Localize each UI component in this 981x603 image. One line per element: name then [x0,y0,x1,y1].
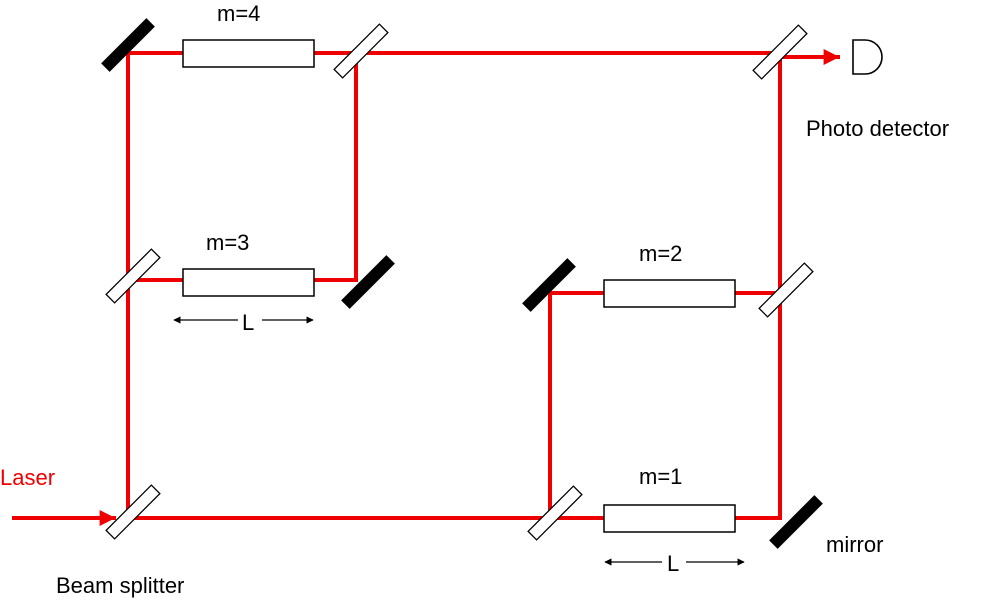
stage-3-label: m=3 [206,230,250,255]
mirrors [101,18,823,549]
stage-1-label: m=1 [639,464,683,489]
stage-2-box [603,279,736,308]
beam-splitters [105,23,814,541]
mirror-lower-inner [522,258,576,312]
beam-splitter-output [752,24,808,80]
stage-3-box [182,268,315,297]
stage-1-box [603,504,736,533]
mirror-bottom-right [769,495,823,549]
sample-boxes [182,39,736,533]
laser-label: Laser [0,465,56,490]
stage-4-box [182,39,315,68]
mirror-top-left [101,18,155,72]
photo-detector-label: Photo detector [806,116,950,141]
length-arrows [173,316,745,566]
beam-splitter-lower-mid [527,485,583,541]
stage-4-label: m=4 [217,1,261,26]
photo-detector-icon [852,39,883,75]
beam-splitter-left-mid [105,248,161,304]
length-marker-stage-1-label: L [667,551,680,576]
beam-splitter-top-mid [333,23,389,79]
length-marker-stage-3-label: L [242,310,255,335]
beam-splitter-right-mid [758,262,814,318]
beam-splitter-input [105,484,161,540]
beam-splitter-label: Beam splitter [56,573,185,598]
stage-2-label: m=2 [639,241,683,266]
mirror-label: mirror [826,532,884,557]
mirror-upper-inner [341,255,395,309]
